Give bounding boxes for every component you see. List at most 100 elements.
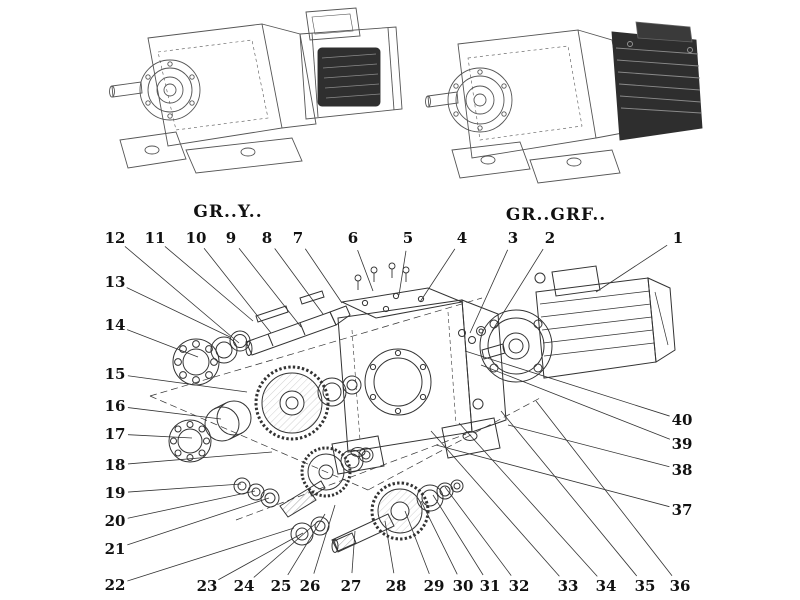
part-number-22: 22 — [105, 576, 126, 594]
exploded-view — [149, 262, 676, 553]
leader-line-17 — [127, 434, 193, 439]
leader-line-32 — [444, 486, 512, 576]
large-gear — [254, 365, 330, 441]
leader-line-34 — [458, 422, 598, 577]
part-number-11: 11 — [145, 229, 166, 247]
part-number-5: 5 — [403, 229, 413, 247]
eye-bolt — [534, 272, 546, 284]
leader-line-39 — [480, 364, 671, 440]
gear-ring — [317, 375, 362, 407]
leader-line-21 — [127, 497, 270, 546]
part-number-26: 26 — [300, 577, 321, 595]
part-number-1: 1 — [673, 229, 683, 247]
washer-ring — [210, 336, 238, 364]
part-number-36: 36 — [670, 577, 691, 595]
part-number-13: 13 — [105, 273, 126, 291]
leader-line-40 — [464, 350, 670, 417]
leader-line-7 — [304, 248, 343, 304]
part-number-10: 10 — [186, 229, 207, 247]
part-number-9: 9 — [226, 229, 236, 247]
part-number-4: 4 — [457, 229, 467, 247]
leader-line-15 — [127, 375, 248, 393]
part-number-40: 40 — [672, 411, 693, 429]
leader-line-37 — [435, 444, 670, 508]
part-number-21: 21 — [105, 540, 126, 558]
model-label-gr-y: GR..Y.. — [193, 202, 263, 222]
output-shaft-assembly — [331, 479, 464, 553]
part-number-15: 15 — [105, 365, 126, 383]
input-shaft — [245, 305, 351, 356]
leader-line-11 — [164, 246, 254, 322]
part-number-20: 20 — [105, 512, 126, 530]
leader-line-16 — [127, 407, 222, 420]
leader-line-27 — [351, 530, 356, 574]
leader-line-10 — [203, 247, 272, 334]
part-number-6: 6 — [348, 229, 358, 247]
leader-line-25 — [287, 513, 326, 576]
drain-plug — [472, 398, 484, 410]
shaft-keys — [255, 290, 325, 323]
part-number-8: 8 — [262, 229, 272, 247]
part-number-30: 30 — [453, 577, 474, 595]
part-number-12: 12 — [105, 229, 126, 247]
leader-line-22 — [127, 527, 295, 582]
model-label-gr-grf: GR..GRF.. — [505, 205, 607, 225]
countershaft-parts — [233, 446, 374, 546]
leader-line-20 — [127, 490, 256, 519]
leader-line-24 — [253, 523, 316, 578]
leader-line-18 — [127, 451, 273, 465]
motor-flange — [479, 309, 553, 383]
part-number-14: 14 — [105, 316, 126, 334]
part-number-31: 31 — [480, 577, 501, 595]
leader-line-31 — [432, 494, 484, 576]
leader-line-14 — [126, 329, 199, 358]
part-number-2: 2 — [545, 229, 555, 247]
spacer-sleeve — [204, 400, 252, 442]
leader-line-1 — [595, 244, 668, 293]
part-number-17: 17 — [105, 425, 126, 443]
leader-line-19 — [127, 483, 242, 493]
part-number-23: 23 — [197, 577, 218, 595]
part-number-18: 18 — [105, 456, 126, 474]
part-number-37: 37 — [672, 501, 693, 519]
leader-line-30 — [420, 500, 458, 575]
leader-line-13 — [126, 287, 231, 338]
leader-line-2 — [491, 248, 544, 332]
leader-line-36 — [535, 400, 673, 576]
assembled-view-gr-y — [109, 7, 403, 174]
leader-line-4 — [419, 248, 456, 303]
leader-line-26 — [313, 504, 336, 574]
part-number-29: 29 — [424, 577, 445, 595]
part-number-38: 38 — [672, 461, 693, 479]
bolt-dots — [145, 61, 195, 119]
assembled-view-gr-grf — [425, 21, 703, 184]
bolt-dots — [453, 69, 507, 131]
leader-line-33 — [430, 430, 560, 577]
leader-line-9 — [238, 247, 302, 328]
bearing-second — [168, 419, 212, 463]
part-number-34: 34 — [596, 577, 617, 595]
part-number-3: 3 — [508, 229, 518, 247]
part-number-24: 24 — [234, 577, 255, 595]
part-number-39: 39 — [672, 435, 693, 453]
part-number-27: 27 — [341, 577, 362, 595]
leader-line-23 — [218, 532, 304, 581]
part-number-19: 19 — [105, 484, 126, 502]
part-number-7: 7 — [293, 229, 303, 247]
leader-line-6 — [357, 250, 374, 292]
motor-body-dark — [317, 47, 381, 107]
part-number-28: 28 — [386, 577, 407, 595]
leader-line-28 — [384, 520, 395, 574]
part-number-32: 32 — [509, 577, 530, 595]
leader-line-38 — [507, 424, 670, 468]
leader-line-12 — [124, 246, 240, 344]
part-number-35: 35 — [635, 577, 656, 595]
cover-screws — [354, 262, 410, 290]
leader-line-5 — [398, 250, 407, 296]
part-number-25: 25 — [271, 577, 292, 595]
leader-line-8 — [274, 248, 324, 315]
leader-line-29 — [404, 510, 430, 575]
